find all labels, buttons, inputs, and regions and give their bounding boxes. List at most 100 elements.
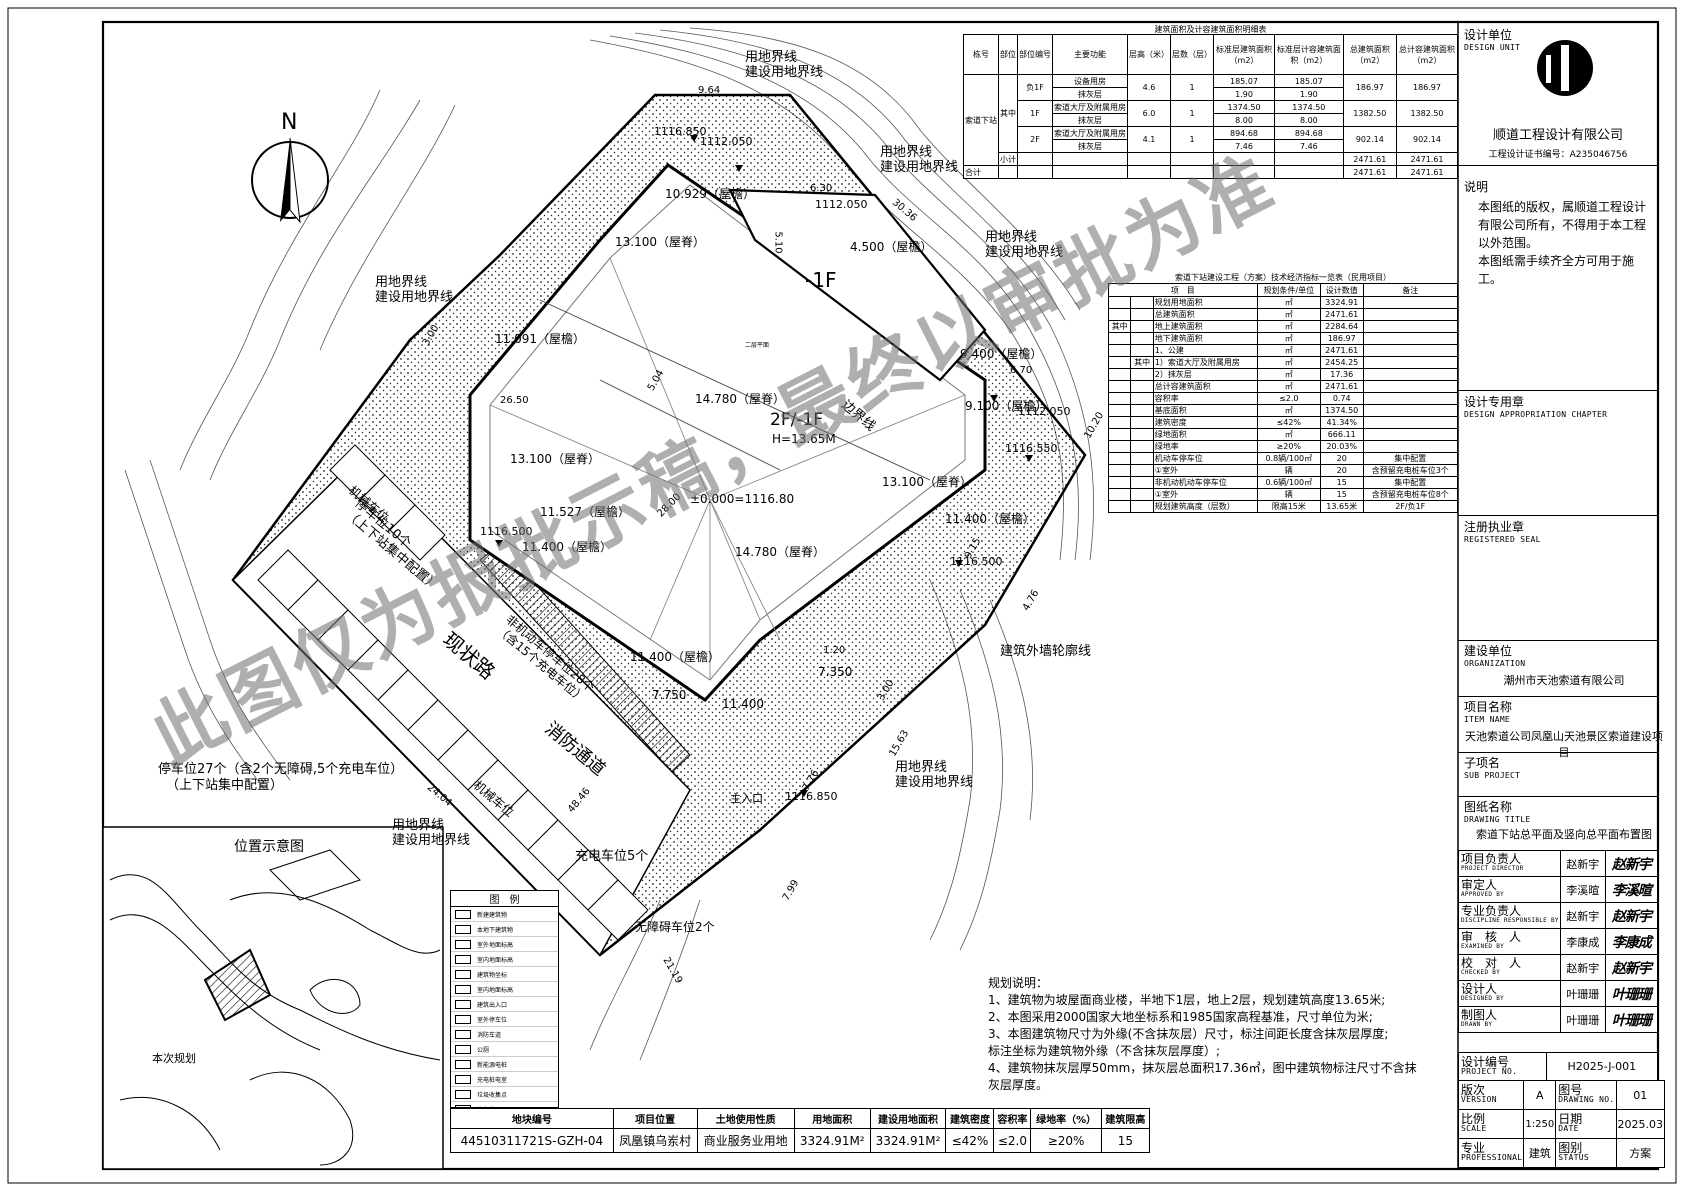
- area-cell: 1.90: [1274, 87, 1344, 101]
- indicator-row: 建筑密度≤42%41.34%: [1107, 416, 1458, 429]
- spot-level: 1112.050: [700, 135, 753, 148]
- area-subtotal-label: 小计: [998, 152, 1018, 166]
- area-cell: 1: [1170, 126, 1214, 153]
- area-cell: 8.00: [1274, 113, 1344, 127]
- signature: 叶珊珊: [1611, 986, 1652, 1003]
- prof-en: PROFESSIONAL: [1461, 1153, 1523, 1162]
- spot-level: 1116.500: [950, 555, 1003, 568]
- legend-label: 室内地面标高: [477, 986, 514, 994]
- legend-label: 充电桩电室: [477, 1076, 508, 1084]
- boundary-label: 用地界线建设用地界线: [895, 760, 974, 790]
- area-cell: 1374.50: [1213, 100, 1275, 114]
- legend-item: 室内地面标高: [451, 952, 558, 967]
- staff-role-en: CHECKED BY: [1461, 968, 1501, 976]
- indicator-cell: 集中配置: [1362, 476, 1458, 489]
- legend-symbol-icon: [455, 1044, 471, 1054]
- north-label: N: [281, 110, 298, 135]
- elevation-label: 11.400（屋檐）: [522, 540, 612, 554]
- indicator-cell: 含预留充电桩车位3个: [1362, 464, 1458, 477]
- legend-item: 垃圾收集点: [451, 1087, 558, 1102]
- area-header: 总计容建筑面积（m2）: [1395, 34, 1459, 75]
- indicator-cell: ≥20%: [1256, 440, 1321, 453]
- legend-title: 图 例: [451, 891, 558, 907]
- elevation-label: 11.400（屋檐）: [630, 650, 720, 664]
- indicator-table-title: 索道下站建设工程（方案）技术经济指标一览表（民用项目）: [1175, 273, 1391, 282]
- seal-label: 注册执业章: [1464, 520, 1525, 534]
- indicator-cell: ㎡: [1256, 308, 1321, 321]
- legend-item: 建筑出入口: [451, 997, 558, 1012]
- legend-symbol-icon: [455, 909, 471, 919]
- staff-name: 叶珊珊: [1559, 980, 1606, 1007]
- legend-symbol-icon: [455, 1029, 471, 1039]
- summary-value: ≤42%: [945, 1128, 995, 1153]
- area-cell: 1374.50: [1274, 100, 1344, 114]
- area-cell: 1382.50: [1395, 100, 1459, 127]
- indicator-cell: 容积率: [1152, 392, 1258, 405]
- org-en: ORGANIZATION: [1464, 659, 1526, 668]
- location-title: 位置示意图: [234, 839, 304, 855]
- note-line: 本图纸需手续齐全方可用于施工。: [1478, 254, 1635, 286]
- summary-value: 44510311721S-GZH-04: [450, 1128, 614, 1153]
- planning-note-line: 4、建筑物抹灰层厚50mm，抹灰层总面积17.36㎡，图中建筑物标注尺寸不含抹: [988, 1061, 1417, 1075]
- date: 2025.03: [1615, 1109, 1666, 1139]
- area-subtotal: 2471.61: [1342, 152, 1397, 166]
- indicator-cell: [1362, 416, 1458, 429]
- indicator-cell: [1130, 344, 1154, 357]
- indicator-cell: [1362, 392, 1458, 405]
- indicator-cell: 含预留充电桩车位8个: [1362, 488, 1458, 501]
- indicator-cell: [1362, 344, 1458, 357]
- indicator-cell: [1130, 404, 1154, 417]
- boundary-label: 用地界线建设用地界线: [985, 230, 1064, 260]
- area-total: 2471.61: [1342, 165, 1397, 179]
- legend-label: 建筑出入口: [477, 1001, 508, 1009]
- dimension: 26.50: [500, 395, 529, 406]
- area-cell: 4.6: [1127, 74, 1171, 101]
- area-cell: 8.00: [1213, 113, 1275, 127]
- notes-label: 说明: [1464, 180, 1489, 194]
- chapter-en: DESIGN APPROPRIATION CHAPTER: [1464, 410, 1608, 419]
- indicator-cell: 规划用地面积: [1152, 296, 1258, 309]
- indicator-cell: ㎡: [1256, 368, 1321, 381]
- item-en: ITEM NAME: [1464, 715, 1511, 724]
- indicator-cell: 辆: [1256, 488, 1321, 501]
- indicator-cell: 17.36: [1319, 368, 1364, 381]
- projno: H2025-J-001: [1545, 1052, 1659, 1081]
- accessible-note: 无障碍车位2个: [635, 920, 715, 934]
- status-en: STATUS: [1558, 1153, 1589, 1162]
- area-cell: 索道大厅及附属用房: [1052, 100, 1128, 114]
- indicator-cell: 其中: [1107, 320, 1132, 333]
- signature: 李康成: [1611, 934, 1652, 951]
- indicator-cell: ≤2.0: [1256, 392, 1321, 405]
- indicator-cell: [1362, 440, 1458, 453]
- sub-en: SUB PROJECT: [1464, 771, 1521, 780]
- staff-role: 专业负责人: [1461, 903, 1522, 918]
- legend-symbol-icon: [455, 969, 471, 979]
- parking-note: 停车位27个（含2个无障碍,5个充电车位）（上下站集中配置）: [158, 762, 404, 793]
- indicator-header: 设计数值: [1319, 283, 1364, 297]
- area-header: 层高（米）: [1127, 34, 1171, 75]
- elevation-label: 13.100（屋脊）: [615, 235, 705, 249]
- indicator-cell: 建筑密度: [1152, 416, 1258, 429]
- parking-band: [231, 453, 691, 957]
- date-label: 日期: [1558, 1112, 1583, 1126]
- summary-header: 建筑限高: [1100, 1108, 1151, 1129]
- area-cell: 6.0: [1127, 100, 1171, 127]
- area-cell: 抹灰层: [1052, 139, 1128, 153]
- indicator-cell: [1130, 308, 1154, 321]
- area-cell: 抹灰层: [1052, 113, 1128, 127]
- elevation-label: 10.929（屋檐）: [665, 187, 755, 201]
- elevation-label: 9.400（屋檐）: [960, 347, 1043, 361]
- date-en: DATE: [1558, 1124, 1579, 1133]
